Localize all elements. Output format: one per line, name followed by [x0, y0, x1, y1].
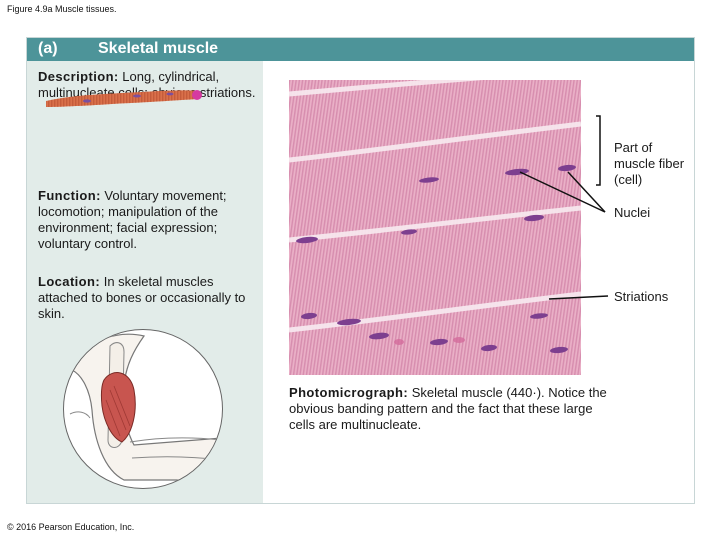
- photomicrograph-label: Photomicrograph:: [289, 385, 409, 400]
- arm-muscle-illustration: [69, 333, 222, 481]
- location-body: In skeletal muscles attached to bones or…: [38, 274, 246, 321]
- location-text: Location: In skeletal muscles attached t…: [38, 274, 260, 322]
- photomicrograph-caption: Photomicrograph: Skeletal muscle (440·).…: [289, 385, 609, 433]
- muscle-fiber-illustration: [46, 90, 202, 107]
- callout-nuclei: Nuclei: [614, 205, 651, 220]
- photomicrograph-body: Skeletal muscle (440·). Notice the obvio…: [289, 385, 607, 432]
- muscle-tissue-micrograph: [289, 80, 581, 375]
- panel-header: (a) Skeletal muscle: [27, 38, 694, 61]
- function-body: Voluntary movement; locomotion; manipula…: [38, 188, 227, 251]
- function-label: Function:: [38, 188, 101, 203]
- copyright-notice: © 2016 Pearson Education, Inc.: [7, 522, 135, 532]
- panel-letter: (a): [38, 40, 58, 57]
- location-label: Location:: [38, 274, 101, 289]
- panel-title: Skeletal muscle: [98, 40, 219, 57]
- description-label: Description:: [38, 69, 119, 84]
- figure-caption: Figure 4.9a Muscle tissues.: [7, 4, 117, 14]
- callout-striations: Striations: [614, 289, 669, 304]
- photomicrograph-image: [289, 80, 581, 375]
- arm-diagram: [63, 329, 223, 489]
- function-text: Function: Voluntary movement; locomotion…: [38, 188, 266, 252]
- callout-muscle-fiber: Part of muscle fiber (cell): [614, 140, 685, 187]
